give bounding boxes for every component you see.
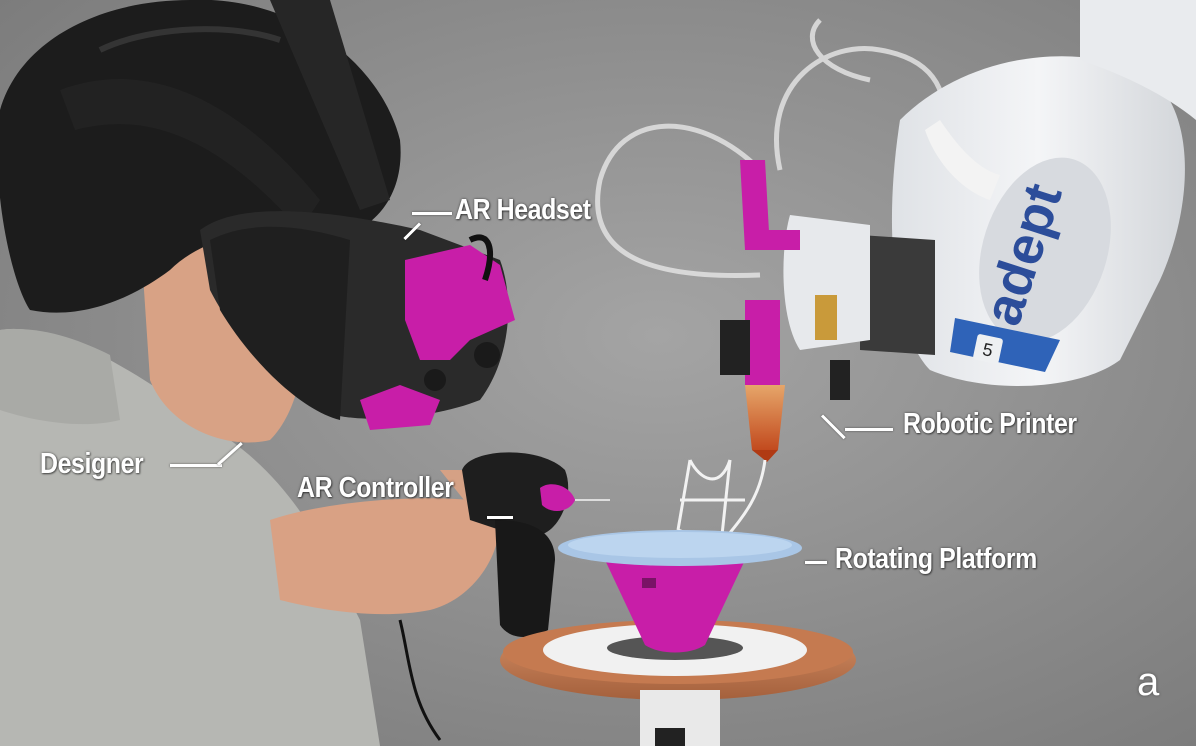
rotating-platform [500,530,856,746]
headset-camera [474,342,500,368]
printhead-nozzle [745,385,785,450]
label-ar-headset: AR Headset [455,194,591,226]
magenta-cone [605,560,745,653]
headset-leader [412,212,452,215]
print-head [720,160,850,462]
robot-panel-number: 5 [981,339,995,361]
printhead-magenta-block [740,160,770,250]
printer-leader [845,428,893,431]
adept-badge-bg [979,157,1111,343]
label-rotating-platform: Rotating Platform [835,543,1037,575]
shirt [0,328,380,746]
headset-strap [60,79,320,230]
controller-ring [462,452,569,535]
designer-leader [170,464,222,467]
controller-grip [495,520,555,637]
panel-letter: a [1137,660,1160,704]
arm [270,498,500,615]
robot-button-panel [950,318,1060,372]
platform-leader [805,561,827,564]
robot-arm: adept 5 [783,0,1196,387]
ar-controller [398,452,610,741]
label-ar-controller: AR Controller [297,472,454,504]
hair [0,0,401,313]
label-robotic-printer: Robotic Printer [903,408,1077,440]
controller-stylus [540,484,575,512]
robot-wrist [860,235,935,355]
controller-leader [487,516,513,519]
label-designer: Designer [40,448,144,480]
ar-headset [60,0,515,430]
